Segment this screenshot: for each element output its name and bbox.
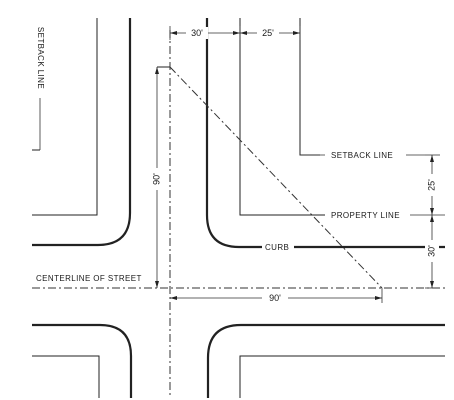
dim-vertical-90-label: 90' xyxy=(151,173,161,185)
property-line-top-right xyxy=(239,18,325,216)
dim-arrow-right xyxy=(375,296,382,300)
curb-top-left xyxy=(32,18,132,247)
curb-top-right xyxy=(205,18,445,249)
label-curb: CURB xyxy=(265,243,289,252)
label-setback-line-vertical: SETBACK LINE xyxy=(36,27,45,89)
label-centerline: CENTERLINE OF STREET xyxy=(36,274,142,283)
property-line-bottom-left xyxy=(32,355,100,398)
curb-bottom-right xyxy=(206,323,445,398)
setback-line-top-left xyxy=(32,18,98,216)
dim-top-25-label: 25' xyxy=(262,28,274,38)
dim-top-30-label: 30' xyxy=(191,28,203,38)
dim-horizontal-90-label: 90' xyxy=(269,293,281,303)
dim-arrow-down xyxy=(155,281,159,288)
curb-bottom-left xyxy=(32,323,133,398)
property-line-bottom-right xyxy=(239,355,445,398)
dim-arrow-left xyxy=(170,296,177,300)
label-property-line: PROPERTY LINE xyxy=(331,211,400,220)
label-setback-line-horizontal: SETBACK LINE xyxy=(331,151,393,160)
sight-triangle-hypotenuse xyxy=(169,66,383,289)
dim-right-25-label: 25' xyxy=(426,179,436,191)
setback-line-top-right xyxy=(299,18,320,156)
dim-arrow-up xyxy=(155,67,159,74)
dim-right-30-label: 30' xyxy=(426,245,436,257)
